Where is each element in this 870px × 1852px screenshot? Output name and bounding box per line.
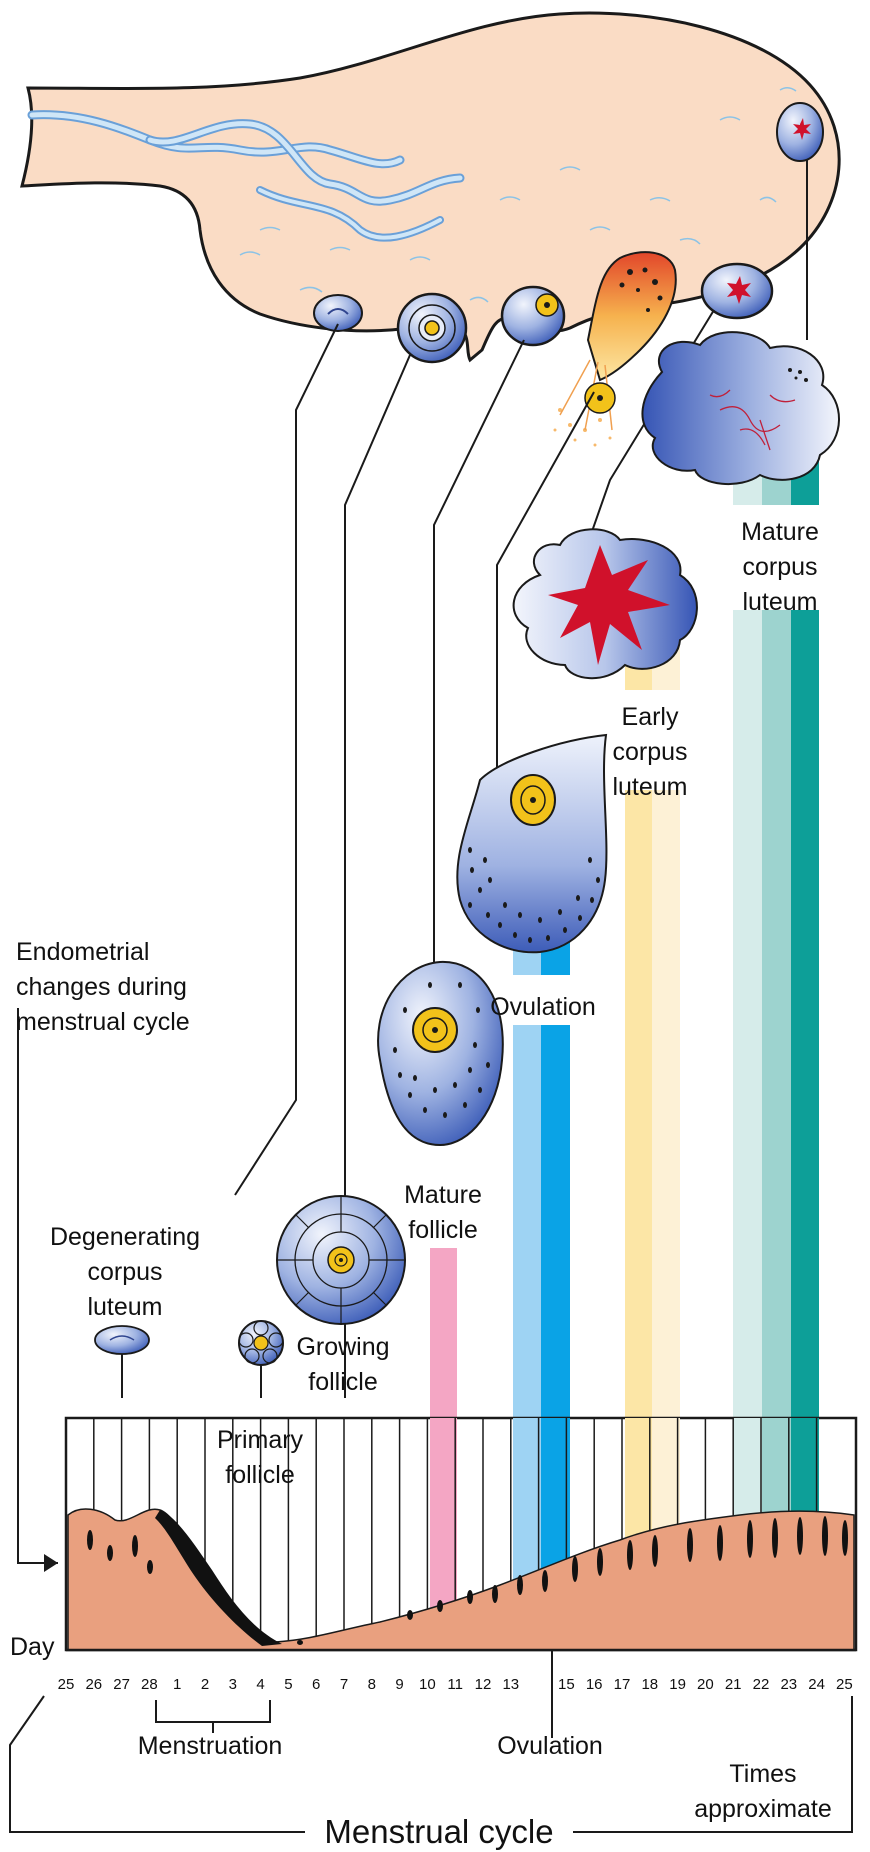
endometrial-gland xyxy=(822,1516,828,1556)
day-number: 12 xyxy=(474,1676,492,1693)
endometrial-gland xyxy=(517,1575,523,1595)
cycle-bracket xyxy=(9,1695,853,1833)
day-number: 2 xyxy=(200,1676,210,1693)
endometrial-gland xyxy=(717,1525,723,1561)
day-number: 24 xyxy=(808,1676,825,1693)
endometrial-gland xyxy=(297,1640,303,1645)
endometrium-chart xyxy=(64,1416,858,1652)
mature-corpus-luteum-illustration xyxy=(641,331,840,486)
endometrial-gland xyxy=(747,1520,753,1558)
early-cl-label: Early corpus luteum xyxy=(612,703,688,801)
day-number: 27 xyxy=(113,1676,130,1693)
ovary-early-cl xyxy=(700,262,774,320)
times-approximate-label: Times approximate xyxy=(694,1760,832,1823)
day-number: 4 xyxy=(256,1676,265,1693)
day-number: 25 xyxy=(57,1676,75,1693)
day-number: 28 xyxy=(141,1676,158,1693)
endometrial-gland xyxy=(772,1518,778,1558)
early-corpus-luteum-illustration xyxy=(512,528,698,680)
endometrial-gland xyxy=(87,1530,93,1550)
day-number: 20 xyxy=(697,1676,714,1693)
degenerating-cl-illustration xyxy=(94,1325,150,1355)
day-number: 21 xyxy=(724,1676,742,1693)
day-number: 19 xyxy=(669,1676,686,1693)
ovary-mature-cl xyxy=(776,102,824,162)
ovulation-top-label: Ovulation xyxy=(490,993,596,1021)
degenerating-cl-label: Degenerating corpus luteum xyxy=(49,1223,201,1321)
day-number: 23 xyxy=(780,1676,798,1693)
hormone-bands xyxy=(400,440,828,1558)
day-number: 10 xyxy=(419,1676,436,1693)
ovary-mature-follicle xyxy=(500,285,566,347)
day-number: 8 xyxy=(367,1676,376,1693)
endometrial-gland xyxy=(542,1570,548,1592)
mature-cl-label: Mature corpus luteum xyxy=(741,518,819,616)
endometrial-gland xyxy=(797,1517,803,1555)
ovulation-follicle-illustration xyxy=(456,733,608,954)
ovary-growing-follicle xyxy=(396,292,468,364)
menstruation-bracket xyxy=(155,1700,271,1733)
day-number: 26 xyxy=(85,1676,103,1693)
day-number: 5 xyxy=(284,1676,293,1693)
ovary-ovulation-rupture xyxy=(553,251,677,447)
menstrual-cycle-label: Menstrual cycle xyxy=(324,1813,554,1850)
day-number: 17 xyxy=(613,1676,631,1693)
endometrial-gland xyxy=(842,1520,848,1556)
day-number: 18 xyxy=(641,1676,659,1693)
endometrial-gland xyxy=(627,1540,633,1570)
day-number: 6 xyxy=(312,1676,321,1693)
growing-follicle-illustration xyxy=(276,1195,406,1325)
ovulation-bottom-label: Ovulation xyxy=(497,1732,603,1760)
day-number: 15 xyxy=(558,1676,575,1693)
day-number: 7 xyxy=(339,1676,349,1693)
day-number: 11 xyxy=(447,1676,463,1693)
day-number: 16 xyxy=(585,1676,603,1693)
day-number: 13 xyxy=(502,1676,520,1693)
primary-follicle-illustration xyxy=(238,1320,284,1366)
day-number: 1 xyxy=(173,1676,182,1693)
primary-follicle-label: Primary follicle xyxy=(216,1426,304,1489)
mature-follicle-label: Mature follicle xyxy=(404,1181,482,1244)
endometrial-gland xyxy=(492,1585,498,1603)
mature-follicle-illustration xyxy=(377,960,504,1147)
endometrial-gland xyxy=(687,1528,693,1562)
endometrial-gland xyxy=(437,1600,443,1612)
endometrial-gland xyxy=(467,1590,473,1604)
day-number: 3 xyxy=(228,1676,237,1693)
menstruation-label: Menstruation xyxy=(137,1732,283,1760)
endometrial-gland xyxy=(147,1560,153,1574)
day-number: 22 xyxy=(752,1676,770,1693)
ovary-degenerating-cl xyxy=(313,294,363,332)
endometrial-changes-label: Endometrial changes during menstrual cyc… xyxy=(16,938,190,1036)
day-label: Day xyxy=(10,1633,55,1661)
growing-follicle-label: Growing follicle xyxy=(296,1333,390,1396)
endometrial-gland xyxy=(652,1535,658,1567)
endometrial-gland xyxy=(597,1548,603,1576)
endometrial-gland xyxy=(572,1556,578,1582)
day-number: 25 xyxy=(836,1676,853,1693)
endometrial-gland xyxy=(407,1610,413,1620)
endometrial-gland xyxy=(107,1545,113,1561)
day-number: 9 xyxy=(395,1676,404,1693)
endometrial-gland xyxy=(132,1535,138,1557)
